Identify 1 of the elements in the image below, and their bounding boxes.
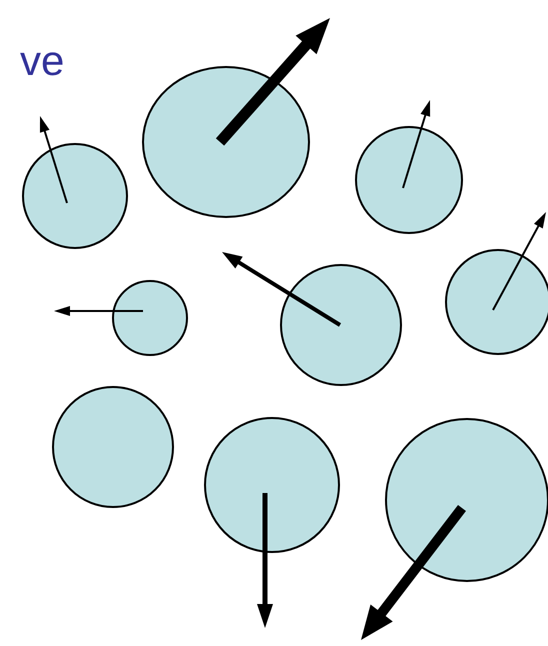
heading-fragment: ve [20,40,64,82]
